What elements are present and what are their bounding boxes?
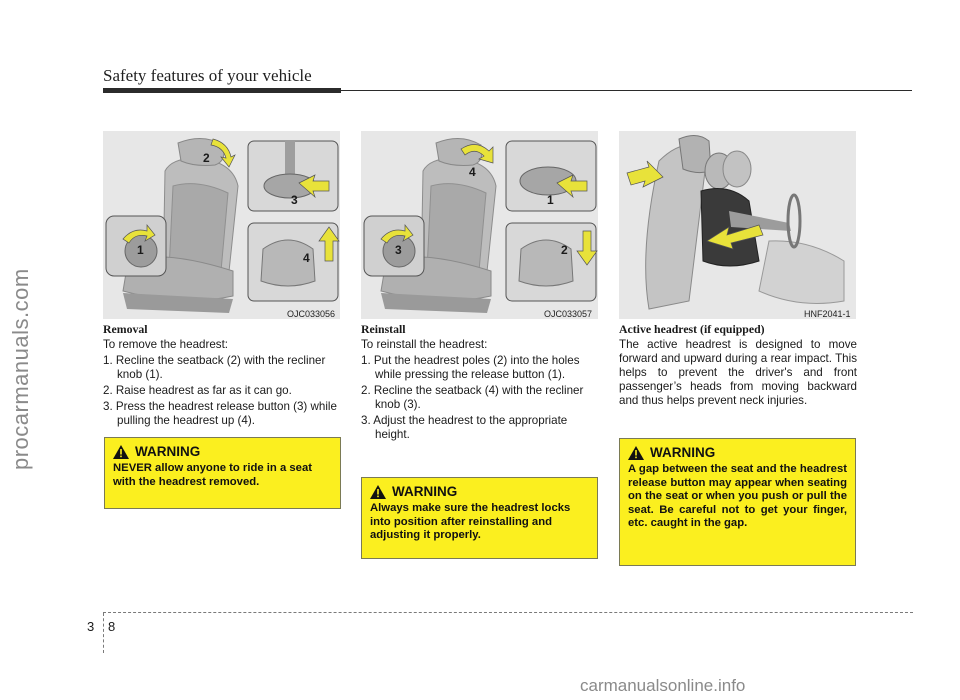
warning-title: WARNING bbox=[392, 484, 458, 499]
active-body: The active headrest is designed to move … bbox=[619, 338, 857, 407]
active-heading: Active headrest (if equipped) bbox=[619, 322, 765, 336]
warning-box-1: WARNING NEVER allow anyone to ride in a … bbox=[104, 437, 341, 509]
removal-intro: To remove the headrest: bbox=[103, 338, 229, 351]
page-number: 8 bbox=[108, 619, 116, 634]
reinstall-heading: Reinstall bbox=[361, 322, 406, 336]
callout-2: 2 bbox=[561, 243, 568, 257]
side-watermark: procarmanuals.com bbox=[8, 268, 33, 470]
section-removal: Removal To remove the headrest: 1. Recli… bbox=[103, 322, 341, 430]
warning-title: WARNING bbox=[650, 445, 716, 460]
figure-headrest-removal: 2 3 4 1 bbox=[103, 131, 340, 319]
reinstall-step-3: 3. Adjust the headrest to the appropriat… bbox=[361, 414, 568, 441]
figure-code-right: HNF2041-1 bbox=[804, 309, 851, 319]
warning-triangle-icon bbox=[628, 445, 644, 460]
header-rule-thick bbox=[103, 88, 341, 93]
warning-triangle-icon bbox=[370, 484, 386, 499]
warning-box-2: WARNING Always make sure the headrest lo… bbox=[361, 477, 598, 559]
removal-step-3: 3. Press the headrest release button (3)… bbox=[103, 400, 337, 427]
callout-3: 3 bbox=[395, 243, 402, 257]
section-active-headrest: Active headrest (if equipped) The active… bbox=[619, 322, 857, 410]
warning-text: NEVER allow anyone to ride in a seat wit… bbox=[113, 462, 313, 488]
callout-1: 1 bbox=[137, 243, 144, 257]
section-reinstall: Reinstall To reinstall the headrest: 1. … bbox=[361, 322, 599, 444]
removal-heading: Removal bbox=[103, 322, 148, 336]
reinstall-intro: To reinstall the headrest: bbox=[361, 338, 488, 351]
footer-divider bbox=[103, 613, 104, 653]
callout-4: 4 bbox=[469, 165, 476, 179]
warning-triangle-icon bbox=[113, 444, 129, 459]
reinstall-steps: 1. Put the headrest poles (2) into the h… bbox=[361, 354, 599, 442]
reinstall-step-1: 1. Put the headrest poles (2) into the h… bbox=[361, 354, 580, 381]
callout-3: 3 bbox=[291, 193, 298, 207]
callout-4: 4 bbox=[303, 251, 310, 265]
page-header-title: Safety features of your vehicle bbox=[103, 66, 312, 85]
bottom-watermark: carmanualsonline.info bbox=[580, 676, 746, 695]
figure-headrest-reinstall: 4 1 2 3 bbox=[361, 131, 598, 319]
callout-2: 2 bbox=[203, 151, 210, 165]
callout-1: 1 bbox=[547, 193, 554, 207]
page-section-number: 3 bbox=[87, 619, 95, 634]
figure-active-headrest bbox=[619, 131, 856, 319]
header-rule-thin bbox=[341, 90, 912, 91]
warning-box-3: WARNING A gap between the seat and the h… bbox=[619, 438, 856, 566]
removal-steps: 1. Recline the seatback (2) with the rec… bbox=[103, 354, 341, 428]
warning-title: WARNING bbox=[135, 444, 201, 459]
warning-text: A gap between the seat and the headrest … bbox=[628, 463, 847, 529]
removal-step-1: 1. Recline the seatback (2) with the rec… bbox=[103, 354, 326, 381]
reinstall-step-2: 2. Recline the seatback (4) with the rec… bbox=[361, 384, 584, 411]
warning-text: Always make sure the headrest locks into… bbox=[370, 502, 571, 541]
footer-rule bbox=[103, 612, 913, 613]
figure-code-left: OJC033056 bbox=[287, 309, 336, 319]
figure-code-middle: OJC033057 bbox=[544, 309, 593, 319]
removal-step-2: 2. Raise headrest as far as it can go. bbox=[103, 384, 292, 397]
